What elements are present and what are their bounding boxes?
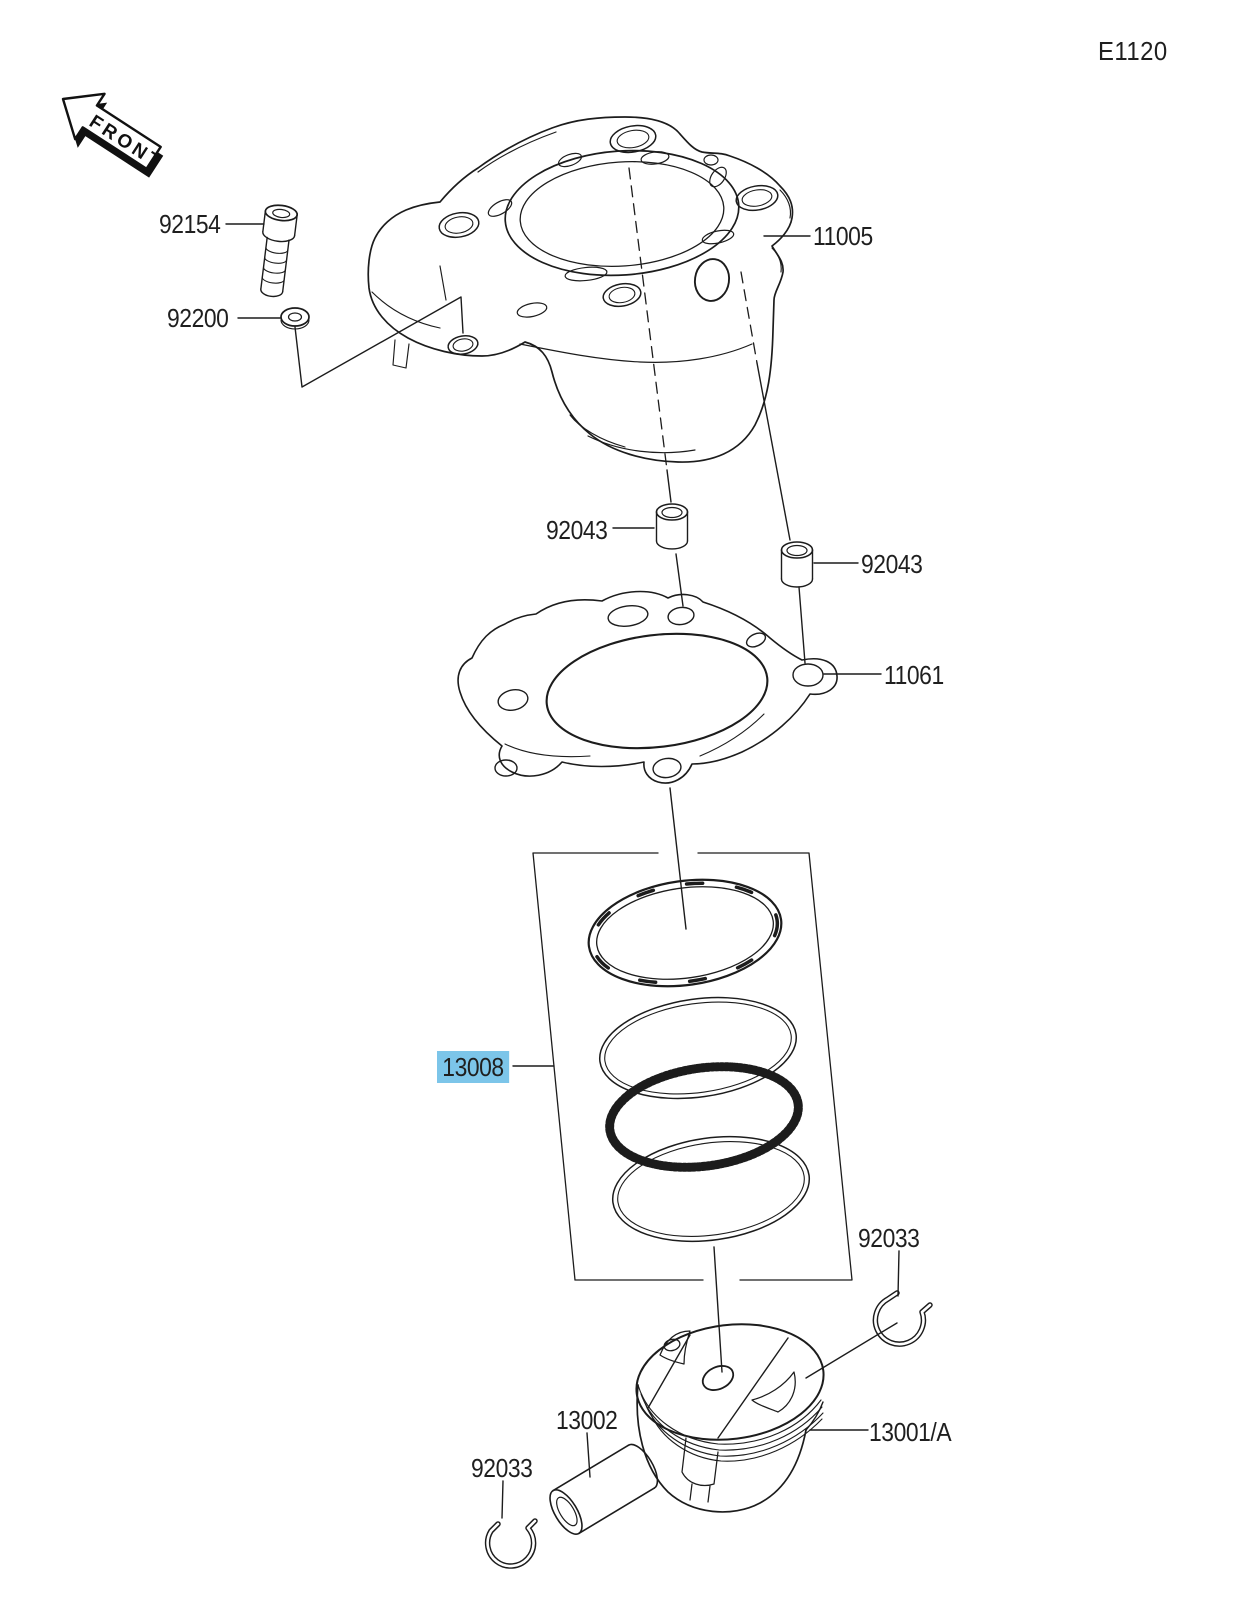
gasket-drawing — [457, 590, 838, 784]
piston-drawing — [635, 1323, 825, 1513]
washer-drawing — [280, 307, 310, 330]
circlip-upper-drawing — [872, 1290, 933, 1347]
part-label-92043-dowel-right[interactable]: 92043 — [861, 549, 923, 579]
diagram-code: E1120 — [1098, 36, 1168, 66]
part-label-92200-washer[interactable]: 92200 — [167, 303, 229, 333]
cylinder-drawing — [367, 116, 794, 471]
circlip-lower-drawing — [484, 1518, 538, 1569]
part-label-92033-circlip-upper[interactable]: 92033 — [858, 1223, 920, 1253]
dowel-pin-left-drawing — [655, 503, 689, 550]
piston-rings-drawing — [587, 878, 811, 1243]
cylinder-bolt-drawing — [260, 204, 299, 298]
part-label-92043-dowel-left[interactable]: 92043 — [546, 515, 608, 545]
part-label-92154-bolt[interactable]: 92154 — [159, 209, 221, 239]
part-label-13008-ring-set-selected[interactable]: 13008 — [437, 1051, 509, 1083]
part-label-13002-piston-pin[interactable]: 13002 — [556, 1405, 618, 1435]
part-label-11005-cylinder[interactable]: 11005 — [813, 221, 873, 251]
leader-lines — [225, 223, 900, 1519]
piston-pin-drawing — [549, 1443, 659, 1535]
piston-ring-set-box — [532, 852, 853, 1281]
part-label-13001a-piston[interactable]: 13001/A — [869, 1417, 952, 1447]
part-label-92033-circlip-lower[interactable]: 92033 — [471, 1453, 533, 1483]
dowel-pin-right-drawing — [780, 541, 814, 588]
part-label-11061-gasket[interactable]: 11061 — [884, 660, 944, 690]
front-arrow-icon: FRONT — [61, 92, 166, 178]
